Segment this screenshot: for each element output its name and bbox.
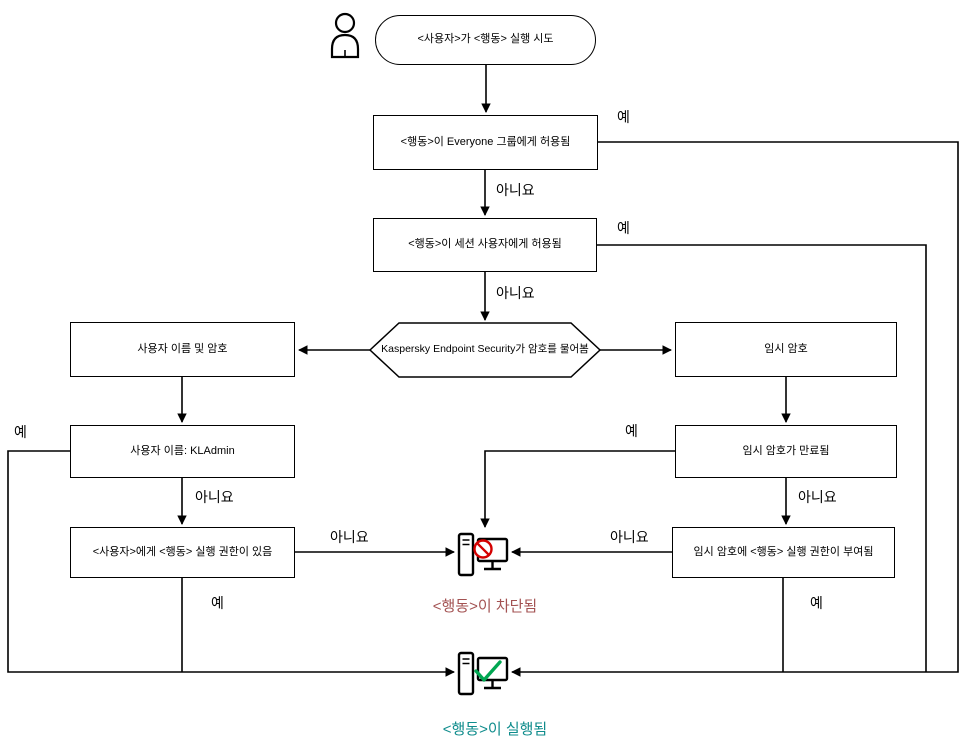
- edge-label-yes-everyone: 예: [617, 109, 630, 125]
- node-session-allowed: <행동>이 세션 사용자에게 허용됨: [373, 218, 597, 272]
- decision-hexagon: [368, 322, 602, 378]
- edge-kladmin-yes: [7, 450, 455, 677]
- user-icon: [330, 12, 360, 59]
- edge-label-no-kladmin: 아니요: [195, 489, 234, 505]
- edge-label-no-tempperm: 아니요: [610, 529, 649, 545]
- prohibit-icon: [473, 539, 493, 559]
- executed-computer-icon: [457, 651, 509, 696]
- edge-label-yes-tempperm: 예: [810, 595, 823, 611]
- node-start: <사용자>가 <행동> 실행 시도: [375, 15, 596, 65]
- node-temp-password-expired: 임시 암호가 만료됨: [675, 425, 897, 478]
- edge-everyone-yes: [511, 141, 959, 677]
- edges: [7, 65, 959, 677]
- edge-label-yes-userperm: 예: [211, 595, 224, 611]
- status-action-blocked: <행동>이 차단됨: [432, 598, 538, 615]
- node-temp-password: 임시 암호: [675, 322, 897, 377]
- edge-label-yes-session: 예: [617, 220, 630, 236]
- node-user-has-permission: <사용자>에게 <행동> 실행 권한이 있음: [70, 527, 295, 578]
- edge-label-no-everyone: 아니요: [496, 182, 535, 198]
- node-temp-password-has-permission: 임시 암호에 <행동> 실행 권한이 부여됨: [672, 527, 895, 578]
- edge-label-no-expired: 아니요: [798, 489, 837, 505]
- edge-session-yes: [597, 244, 927, 672]
- edge-label-yes-kladmin: 예: [14, 424, 27, 440]
- edge-label-yes-expired: 예: [625, 423, 638, 439]
- node-password-prompt: Kaspersky Endpoint Security가 암호를 물어봄: [381, 343, 589, 356]
- edge-label-no-session: 아니요: [496, 285, 535, 301]
- node-username-password: 사용자 이름 및 암호: [70, 322, 295, 377]
- node-username-kladmin: 사용자 이름: KLAdmin: [70, 425, 295, 478]
- edge-expired-yes: [480, 450, 675, 528]
- status-action-executed: <행동>이 실행됨: [442, 721, 548, 738]
- node-everyone-allowed: <행동>이 Everyone 그룹에게 허용됨: [373, 115, 598, 170]
- check-icon: [474, 660, 502, 682]
- blocked-computer-icon: [457, 532, 509, 577]
- edge-label-no-userperm: 아니요: [330, 529, 369, 545]
